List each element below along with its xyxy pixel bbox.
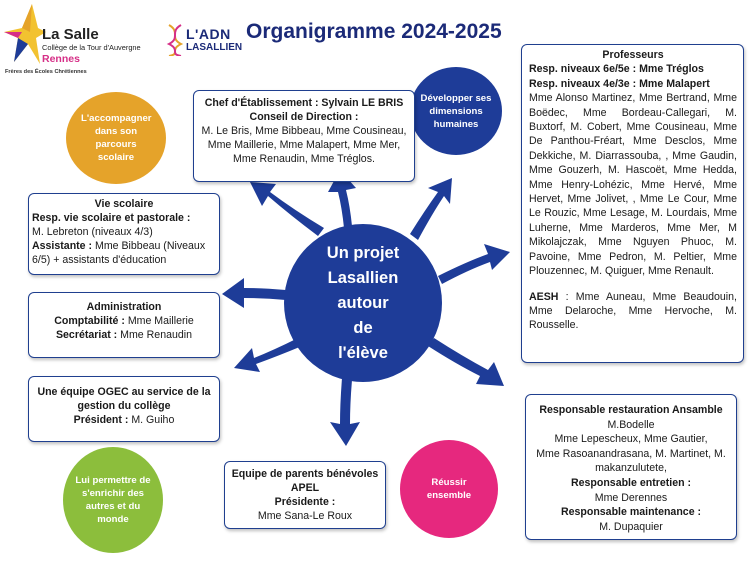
direction-box: Chef d'Établissement : Sylvain LE BRIS C… xyxy=(193,90,415,182)
central-line4: de xyxy=(353,318,373,337)
entretien-label: Responsable entretien : xyxy=(570,476,692,489)
ogec-box: Une équipe OGEC au service de la gestion… xyxy=(28,376,220,442)
dna-icon xyxy=(166,24,184,56)
administration-box: Administration Comptabilité : Mme Maille… xyxy=(28,292,220,358)
professeurs-box: Professeurs Resp. niveaux 6e/5e : Mme Tr… xyxy=(521,44,744,363)
adn-logo-line1: L'ADN xyxy=(186,26,231,42)
apel-president-label: Présidente : xyxy=(274,496,336,508)
adn-logo-line2: LASALLIEN xyxy=(186,42,243,53)
restauration-title: Responsable restauration Ansamble xyxy=(539,404,723,416)
direction-head: Chef d'Établissement : Sylvain LE BRIS xyxy=(204,97,404,109)
circle-accompagner: L'accompagner dans son parcours scolaire xyxy=(66,92,166,184)
apel-title: Equipe de parents bénévoles APEL xyxy=(231,468,379,494)
compta-value: Mme Maillerie xyxy=(124,315,194,327)
central-project-circle: Un projet Lasallien autour de l'élève xyxy=(284,224,442,382)
circle-enrichir: Lui permettre de s'enrichir des autres e… xyxy=(63,447,163,553)
apel-box: Equipe de parents bénévoles APEL Préside… xyxy=(224,461,386,529)
lasalle-tagline: Frères des Écoles Chrétiennes xyxy=(5,69,87,75)
arrow-down xyxy=(330,378,360,446)
vie-scolaire-box: Vie scolaire Resp. vie scolaire et pasto… xyxy=(28,193,220,275)
maintenance-value: M. Dupaquier xyxy=(599,520,663,533)
circle-reussir: Réussir ensemble xyxy=(400,440,498,538)
direction-conseil-label: Conseil de Direction : xyxy=(249,111,359,123)
circle-developper: Développer ses dimensions humaines xyxy=(410,67,502,155)
star-logo-icon xyxy=(4,4,46,64)
circle-enrichir-text: Lui permettre de s'enrichir des autres e… xyxy=(75,475,151,525)
professeurs-resp2: Resp. niveaux 4e/3e : Mme Malapert xyxy=(529,77,710,90)
entretien-value: Mme Derennes xyxy=(594,491,668,504)
lasalle-city: Rennes xyxy=(42,53,80,65)
central-line2: Lasallien xyxy=(327,268,399,287)
arrow-up-left xyxy=(250,182,324,236)
circle-developper-text: Développer ses dimensions humaines xyxy=(420,92,492,130)
page-title: Organigramme 2024-2025 xyxy=(246,20,502,43)
apel-president-value: Mme Sana-Le Roux xyxy=(257,510,353,522)
arrow-left-lower xyxy=(234,338,302,372)
circle-accompagner-text: L'accompagner dans son parcours scolaire xyxy=(81,113,152,163)
arrow-up xyxy=(328,170,356,228)
secretariat-label: Secrétariat : xyxy=(55,329,118,341)
central-line5: l'élève xyxy=(338,343,388,362)
arrow-right-lower xyxy=(428,338,504,386)
central-line1: Un projet xyxy=(326,243,400,262)
administration-title: Administration xyxy=(86,301,162,313)
vie-scolaire-assist-value: Mme Bibbeau (Niveaux 6/5) + assistants d… xyxy=(32,240,206,266)
professeurs-resp1: Resp. niveaux 6e/5e : Mme Tréglos xyxy=(529,63,704,76)
professeurs-title: Professeurs xyxy=(602,49,664,61)
vie-scolaire-resp-label: Resp. vie scolaire et pastorale : xyxy=(32,212,191,224)
compta-label: Comptabilité : xyxy=(54,315,125,327)
central-line3: autour xyxy=(337,293,389,312)
ogec-title: Une équipe OGEC au service de la gestion… xyxy=(37,386,211,412)
vie-scolaire-title: Vie scolaire xyxy=(94,198,154,210)
adn-logo xyxy=(166,24,226,58)
vie-scolaire-assist-label: Assistante : xyxy=(32,240,93,252)
secretariat-value: Mme Renaudin xyxy=(117,329,193,341)
restauration-box: Responsable restauration Ansamble M.Bode… xyxy=(525,394,737,540)
aesh-value: : Mme Auneau, Mme Beaudouin, Mme Delaroc… xyxy=(529,290,737,332)
arrow-left xyxy=(222,278,286,308)
circle-reussir-text: Réussir ensemble xyxy=(426,477,472,501)
direction-members: M. Le Bris, Mme Bibbeau, Mme Cousineau, … xyxy=(201,125,407,165)
aesh-label: AESH xyxy=(529,290,559,303)
lasalle-name: La Salle xyxy=(42,26,99,43)
arrow-right-upper xyxy=(438,244,510,284)
ogec-president-label: Président : xyxy=(73,414,129,426)
lasalle-subtitle: Collège de la Tour d'Auvergne xyxy=(42,43,141,52)
ogec-president-value: M. Guiho xyxy=(128,414,175,426)
maintenance-label: Responsable maintenance : xyxy=(560,506,702,519)
lasalle-logo: La Salle Collège de la Tour d'Auvergne R… xyxy=(0,0,160,80)
vie-scolaire-resp-value: M. Lebreton (niveaux 4/3) xyxy=(32,226,153,238)
arrow-up-right xyxy=(410,178,452,240)
professeurs-list: Mme Alonso Martinez, Mme Bertrand, Mme B… xyxy=(529,92,737,278)
restauration-names: M.Bodelle Mme Lepescheux, Mme Gautier, M… xyxy=(536,418,726,475)
